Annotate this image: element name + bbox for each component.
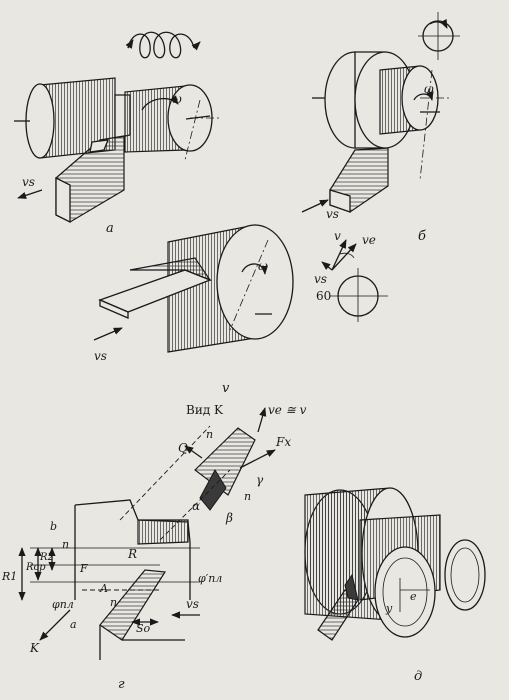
label-a-small: a [70, 618, 77, 631]
label-vs-g: vs [186, 597, 199, 611]
label-so: Sо [136, 622, 151, 635]
panel-label-g: г [118, 677, 125, 692]
label-y: y [385, 602, 393, 615]
label-n-left: n [62, 538, 69, 551]
label-b-small: b [50, 520, 57, 533]
label-vs-b: vs [326, 207, 339, 221]
label-alpha: α [192, 499, 200, 513]
label-phi-pl: φпл [52, 598, 74, 611]
cutting-tool-plan [99, 569, 167, 641]
label-e: e [410, 590, 417, 603]
panel-a: ω vs а [14, 31, 222, 236]
spiral-chip-icon [125, 31, 201, 59]
label-a-point: A [99, 582, 108, 595]
workpiece-left-end [25, 83, 55, 159]
label-n-right: n [244, 490, 251, 503]
label-v: v [334, 229, 341, 243]
label-f-small: F [79, 562, 88, 575]
label-q: Q [178, 441, 188, 455]
panel-d: e y д [304, 487, 486, 684]
label-vs-v: vs [94, 349, 107, 363]
feed-arrow-b [301, 199, 329, 213]
panel-b: ω vs б [301, 12, 460, 244]
label-n-top: n [206, 428, 213, 441]
feed-arrow-a [17, 189, 43, 199]
label-omega-v: ω [258, 259, 268, 273]
label-r1: R1 [1, 570, 17, 583]
label-r2: R2 [39, 552, 54, 563]
panel-label-v: v [222, 381, 230, 396]
panel-v: ω vs v ve vs 60 v [93, 224, 388, 396]
label-vid-k: Вид K [186, 403, 224, 417]
grinding-wheel-back [444, 539, 486, 611]
panel-label-a: а [106, 221, 114, 236]
label-r: R [127, 547, 137, 561]
view-k-tool-tip [194, 427, 256, 496]
label-omega-b: ω [424, 82, 434, 96]
velocity-diagram: v ve vs 60 [314, 229, 388, 322]
panel-g: Вид K ve ≅ v Fx Q n γ α β n R1 Rср R2 b … [1, 403, 307, 692]
spindle-stub [185, 115, 211, 120]
feed-arrow-v [93, 327, 123, 341]
label-rcp: Rср [25, 562, 46, 573]
grinding-wheel-front [374, 546, 436, 638]
label-fx: Fx [275, 435, 291, 449]
label-ve-approx-v: ve ≅ v [268, 403, 307, 417]
label-ve: ve [362, 233, 376, 247]
label-n-bottom: n [110, 596, 117, 609]
label-gamma: γ [256, 473, 264, 487]
label-k: K [29, 641, 40, 655]
label-vs-v-diag: vs [314, 272, 327, 286]
label-omega-a: ω [172, 92, 182, 106]
panel-label-d: д [414, 669, 422, 684]
panel-label-b: б [418, 229, 426, 244]
drum-front-face [216, 224, 294, 340]
rotation-arrow [141, 95, 179, 111]
label-vs-a: vs [22, 175, 35, 189]
label-phi-pl-prime: φ′пл [198, 572, 222, 585]
label-sixty: 60 [316, 289, 331, 303]
label-beta: β [225, 511, 233, 525]
